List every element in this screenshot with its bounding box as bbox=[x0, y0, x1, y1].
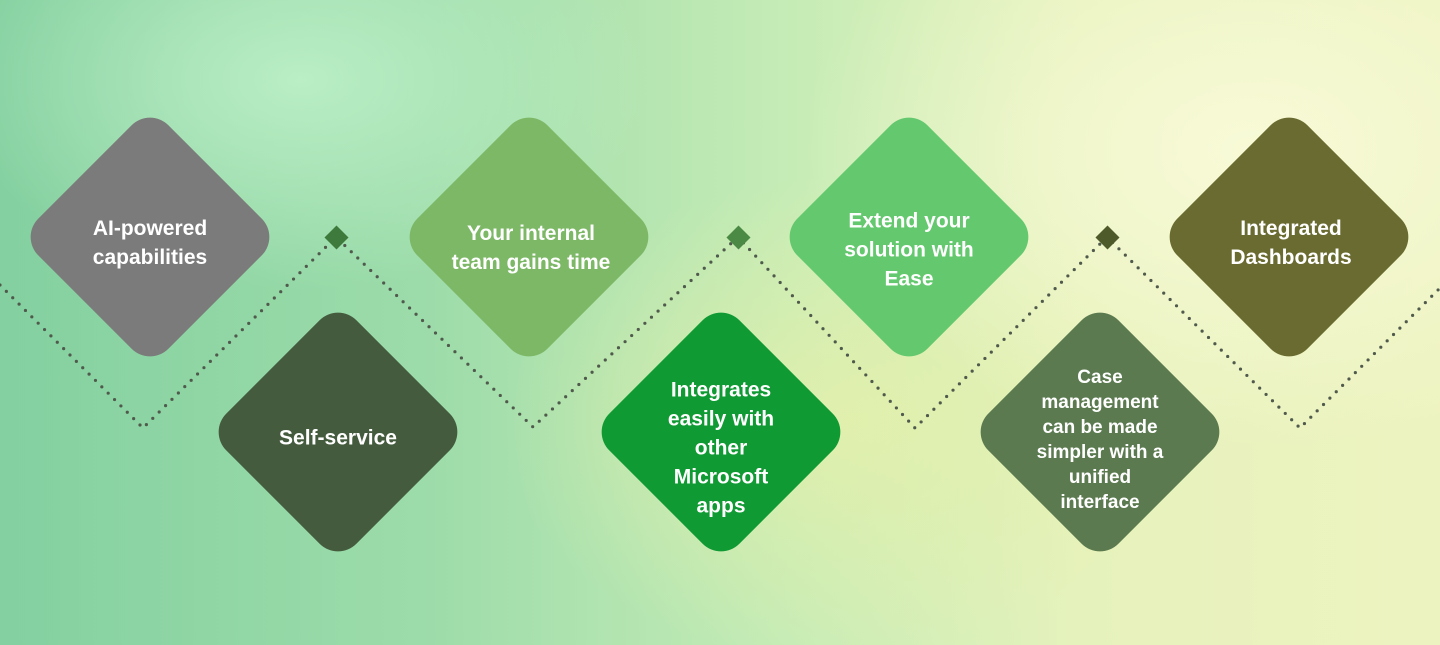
card-label: Your internal team gains time bbox=[451, 222, 611, 274]
card-label: Integrated Dashboards bbox=[1230, 217, 1352, 269]
card-label: Case management can be made simpler with… bbox=[1036, 367, 1164, 513]
card-label: Self-service bbox=[279, 426, 397, 450]
card-label: Extend your solution with Ease bbox=[844, 209, 974, 291]
card-label: Integrates easily with other Microsoft a… bbox=[667, 378, 775, 518]
card-label: AI-powered capabilities bbox=[92, 217, 208, 269]
